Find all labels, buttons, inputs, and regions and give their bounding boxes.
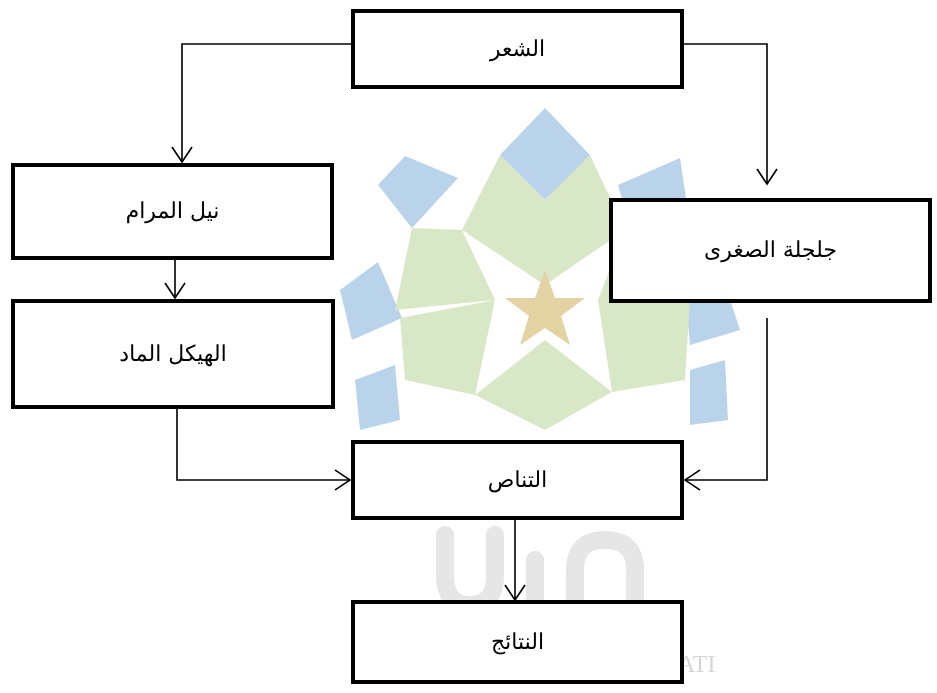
watermark-petal-green: [395, 228, 495, 310]
watermark-petal-blue: [500, 108, 590, 200]
node-al-tanas: التناص: [351, 440, 684, 520]
watermark-star: [505, 270, 585, 345]
node-nayl-al-maram: نيل المرام: [11, 163, 334, 260]
watermark-partial-text: ATI: [678, 652, 715, 678]
edge-poetry-to-nayl-line: [181, 43, 351, 162]
watermark-petal-green: [462, 155, 545, 285]
node-nayl-al-maram-label: نيل المرام: [125, 199, 220, 224]
node-jaljala-al-sughra-label: جلجلة الصغرى: [703, 238, 838, 263]
watermark-petal-green: [545, 155, 625, 285]
watermark-petal-green: [400, 300, 495, 395]
node-al-tanas-label: التناص: [487, 467, 548, 493]
edge-nayl-to-haykal-arrowhead: [164, 282, 186, 300]
watermark-petal-blue: [378, 156, 458, 228]
watermark-emblem: [340, 108, 740, 430]
node-jaljala-al-sughra: جلجلة الصغرى: [609, 198, 932, 303]
node-al-haykal-al-mad-label: الهيكل الماد: [119, 341, 227, 367]
node-poetry-label: الشعر: [489, 36, 546, 62]
watermark-letter-n: [566, 530, 644, 614]
watermark-petal-blue: [355, 365, 400, 430]
node-results: النتائج: [351, 600, 684, 684]
edge-haykal-to-tanas-arrowhead: [334, 469, 352, 491]
node-poetry: الشعر: [351, 9, 684, 89]
watermark-petal-blue: [690, 360, 728, 425]
edge-jaljala-to-tanas-arrowhead: [683, 469, 701, 491]
watermark-petal-blue: [340, 262, 402, 340]
edge-poetry-to-nayl-arrowhead: [171, 146, 193, 164]
node-al-haykal-al-mad: الهيكل الماد: [11, 299, 335, 409]
watermark-petal-green: [598, 300, 690, 392]
edge-haykal-to-tanas-line: [176, 395, 350, 481]
edge-jaljala-to-tanas-line: [685, 318, 768, 481]
watermark-petal-green: [475, 340, 612, 430]
edge-poetry-to-jaljala-arrowhead: [756, 168, 778, 186]
edge-poetry-to-jaljala-line: [684, 43, 768, 184]
node-results-label: النتائج: [490, 629, 545, 655]
